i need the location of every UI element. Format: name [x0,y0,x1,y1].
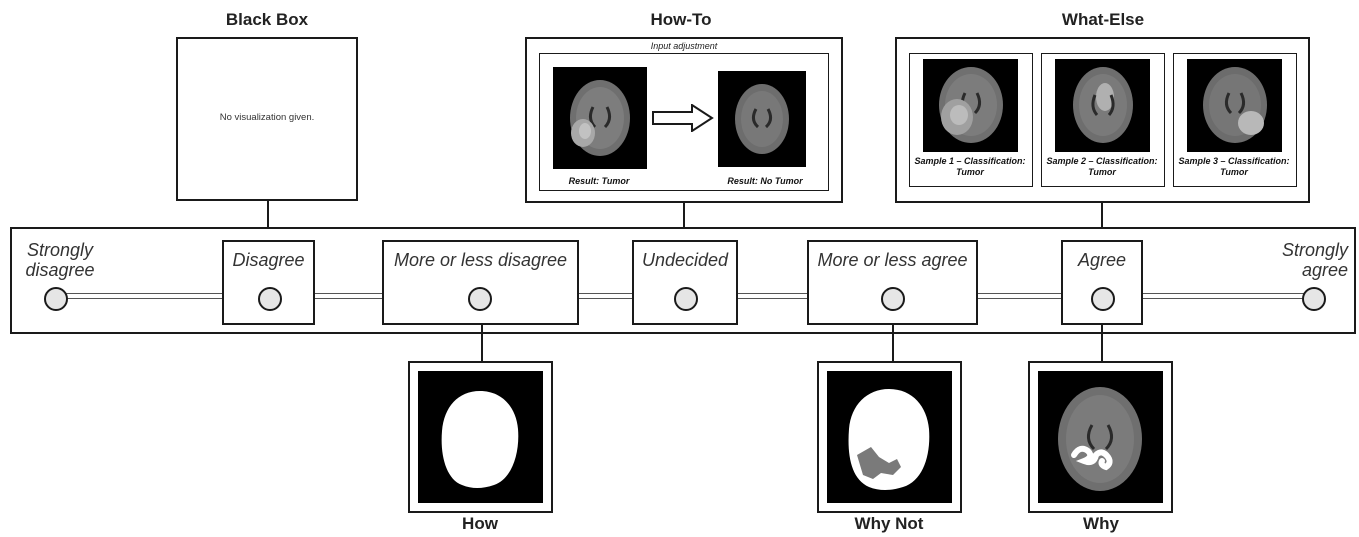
connector-how [481,325,483,361]
what-else-title: What-Else [1061,10,1145,29]
how-to-panel: Input adjustment Result: Tum [525,37,843,203]
result-left-caption: Result: Tumor [568,176,630,186]
connector-why [1101,325,1103,361]
how-mask-image [418,371,543,503]
label-undecided: Undecided [641,250,729,270]
connector-black-box [267,201,269,241]
adjustment-arrow-icon [652,104,714,132]
why-heatmap-image [1038,371,1163,503]
why-title: Why [1083,514,1119,533]
label-agree: Agree [1077,250,1127,270]
radio-undecided[interactable] [674,287,698,311]
label-strongly-disagree: Strongly disagree [25,240,95,280]
sample-3-card: Sample 3 – Classification: Tumor [1173,53,1297,187]
sample-2-caption: Sample 2 – Classification: Tumor [1046,156,1158,177]
how-panel [408,361,553,513]
radio-more-or-less-agree[interactable] [881,287,905,311]
radio-disagree[interactable] [258,287,282,311]
radio-agree[interactable] [1091,287,1115,311]
connector-how-to [683,203,685,241]
how-to-inner-frame: Input adjustment Result: Tum [539,41,829,191]
black-box-text: No visualization given. [219,112,315,123]
how-to-title: How-To [650,10,712,29]
connector-what-else [1101,203,1103,241]
option-box-disagree [222,240,315,325]
how-to-input-scan [553,67,647,169]
why-not-title: Why Not [854,514,924,533]
why-not-mask-image [827,371,952,503]
how-to-subtitle: Input adjustment [629,41,739,51]
sample-1-scan [923,59,1018,152]
label-disagree: Disagree [232,250,305,270]
sample-1-caption: Sample 1 – Classification: Tumor [914,156,1026,177]
why-panel [1028,361,1173,513]
sample-2-card: Sample 2 – Classification: Tumor [1041,53,1165,187]
label-more-or-less-agree: More or less agree [817,250,968,270]
sample-2-scan [1055,59,1150,152]
sample-3-caption: Sample 3 – Classification: Tumor [1178,156,1290,177]
radio-strongly-disagree[interactable] [44,287,68,311]
how-to-adjusted-scan [718,71,806,167]
sample-3-scan [1187,59,1282,152]
black-box-title: Black Box [225,10,309,29]
why-not-panel [817,361,962,513]
label-strongly-agree: Strongly agree [1281,240,1348,280]
black-box-panel: No visualization given. [176,37,358,201]
how-title: How [462,514,498,533]
result-right-caption: Result: No Tumor [727,176,803,186]
what-else-panel: Sample 1 – Classification: Tumor Sample … [895,37,1310,203]
radio-more-or-less-disagree[interactable] [468,287,492,311]
label-more-or-less-disagree: More or less disagree [393,250,568,270]
radio-strongly-agree[interactable] [1302,287,1326,311]
sample-1-card: Sample 1 – Classification: Tumor [909,53,1033,187]
connector-why-not [892,325,894,361]
